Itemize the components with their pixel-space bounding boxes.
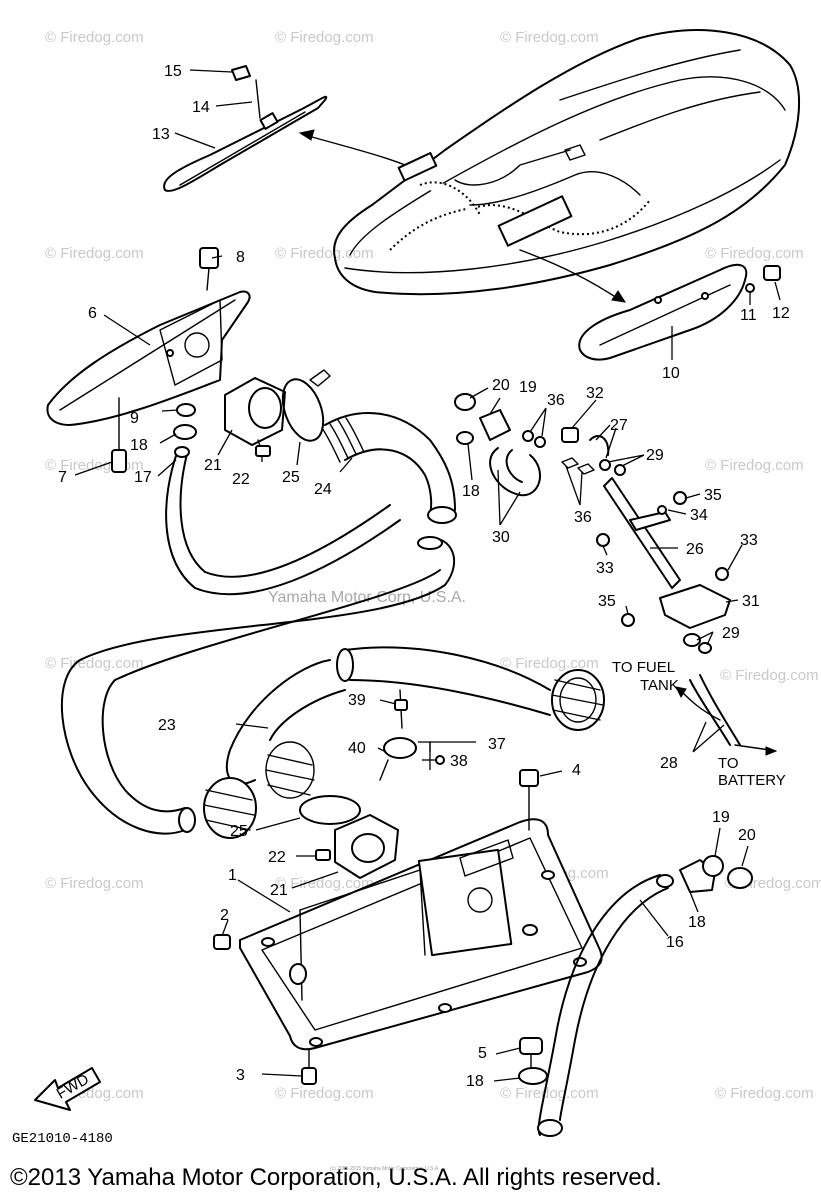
- part-label: 20: [492, 377, 510, 394]
- watermark-text: © Firedog.com: [275, 29, 374, 46]
- part-label: 36: [547, 392, 565, 409]
- part-label: 12: [772, 305, 790, 322]
- part-label: 6: [88, 305, 97, 322]
- part-label: 16: [666, 934, 684, 951]
- part-label: 8: [236, 249, 245, 266]
- part-label: 33: [596, 560, 614, 577]
- watermark-text: © Firedog.com: [275, 1085, 374, 1102]
- leader-lines: [74, 69, 781, 1082]
- watermark-text: © Firedog.com: [500, 1085, 599, 1102]
- part-label: 26: [686, 541, 704, 558]
- part-label: 19: [519, 379, 537, 396]
- to-battery-note: TO: [718, 755, 739, 772]
- part-label: 40: [348, 740, 366, 757]
- cover-plate-13: [163, 65, 328, 192]
- box-1: [213, 769, 603, 1085]
- part-label: 18: [688, 914, 706, 931]
- watermark-text: © Firedog.com: [705, 245, 804, 262]
- part-label: 31: [742, 593, 760, 610]
- part-label: 18: [462, 483, 480, 500]
- exhaust-hose-23: [60, 536, 605, 879]
- part-label: 27: [610, 417, 628, 434]
- part-label: 13: [152, 126, 170, 143]
- part-label: 10: [662, 365, 680, 382]
- part-label: 36: [574, 509, 592, 526]
- part-label: 22: [232, 471, 250, 488]
- hull-drawing: [298, 29, 800, 303]
- watermark-text: © Firedog.com: [500, 29, 599, 46]
- part-label: 35: [598, 593, 616, 610]
- to-fuel-tank-note: TO FUEL: [612, 659, 675, 676]
- watermark-text: © Firedog.com: [715, 1085, 814, 1102]
- part-label: 30: [492, 529, 510, 546]
- diagram-code: GE21010-4180: [12, 1131, 113, 1147]
- part-label: 9: [130, 410, 139, 427]
- cover-plate-10: [578, 263, 781, 361]
- notes: TO FUEL TANK TO BATTERY: [612, 659, 786, 789]
- part-label: 25: [230, 823, 248, 840]
- part-label: 17: [134, 469, 152, 486]
- part-label: 24: [314, 481, 332, 498]
- watermark-text: © Firedog.com: [45, 655, 144, 672]
- part-label: 23: [158, 717, 176, 734]
- part-label: 14: [192, 99, 210, 116]
- watermark-text: © Firedog.com: [45, 29, 144, 46]
- part-label: 5: [478, 1045, 487, 1062]
- watermark-text: © Firedog.com: [275, 245, 374, 262]
- part-label: 2: [220, 907, 229, 924]
- part-label: 19: [712, 809, 730, 826]
- hoses-upper: [165, 412, 457, 596]
- part-label: 32: [586, 385, 604, 402]
- part-label: 34: [690, 507, 708, 524]
- watermark-text: © Firedog.com: [45, 245, 144, 262]
- center-watermark: Yamaha Motor Corp, U.S.A.: [268, 589, 466, 606]
- part-label: 21: [204, 457, 222, 474]
- part-label: 21: [270, 882, 288, 899]
- part-label: 25: [282, 469, 300, 486]
- part-label: 15: [164, 63, 182, 80]
- part-label: 37: [488, 736, 506, 753]
- drain-hose-16: [518, 855, 753, 1137]
- clamp-37: [379, 689, 445, 781]
- part-label: 18: [130, 437, 148, 454]
- watermark-text: © Firedog.com: [500, 655, 599, 672]
- watermark-text: © Firedog.com: [45, 875, 144, 892]
- part-label: 7: [58, 469, 67, 486]
- part-label: 18: [466, 1073, 484, 1090]
- copyright-text: ©2013 Yamaha Motor Corporation, U.S.A. A…: [10, 1164, 662, 1191]
- part-label: 33: [740, 532, 758, 549]
- part-label: 29: [722, 625, 740, 642]
- part-label: 4: [572, 762, 581, 779]
- part-label: 29: [646, 447, 664, 464]
- to-battery-note: BATTERY: [718, 772, 786, 789]
- part-label: 1: [228, 867, 237, 884]
- upper-fittings: [173, 369, 331, 457]
- watermark-text: © Firedog.com: [275, 875, 374, 892]
- part-label: 22: [268, 849, 286, 866]
- part-label: 38: [450, 753, 468, 770]
- part-label: 35: [704, 487, 722, 504]
- to-fuel-tank-note: TANK: [640, 677, 679, 694]
- part-label: 39: [348, 692, 366, 709]
- watermark-text: © Firedog.com: [720, 667, 819, 684]
- part-label: 3: [236, 1067, 245, 1084]
- bracket-6: [46, 247, 251, 473]
- part-label: 11: [740, 307, 757, 324]
- fuel-filter-area: [454, 393, 778, 756]
- part-label: 28: [660, 755, 678, 772]
- tiny-watermark: (c) 2005-2015 Yamaha Motor Corporation, …: [330, 1166, 440, 1172]
- part-labels: 15 14 13 8 6 9 18 7 17 21 22 25 24 20 19…: [58, 63, 790, 1090]
- part-label: 20: [738, 827, 756, 844]
- watermark-text: © Firedog.com: [705, 457, 804, 474]
